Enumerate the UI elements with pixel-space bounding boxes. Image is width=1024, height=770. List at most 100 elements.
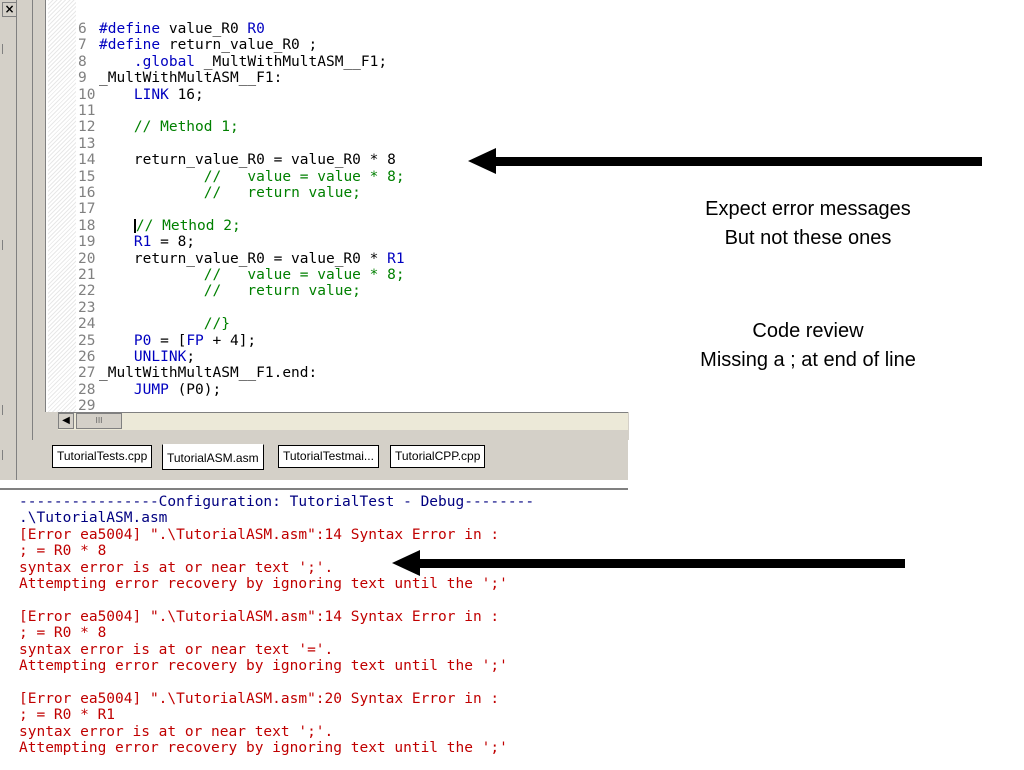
code-token: // value = value * 8;: [203, 168, 405, 185]
line-number: 12: [78, 119, 96, 136]
code-line[interactable]: 21 // value = value * 8;: [78, 267, 405, 283]
output-line: Attempting error recovery by ignoring te…: [19, 740, 508, 756]
code-line[interactable]: 23: [78, 300, 99, 316]
line-number: 13: [78, 135, 96, 152]
output-line: [Error ea5004] ".\TutorialASM.asm":14 Sy…: [19, 526, 500, 543]
code-token: ;: [186, 349, 196, 365]
code-line[interactable]: 16 // return value;: [78, 185, 361, 201]
code-line[interactable]: 8 .global _MultWithMultASM__F1;: [78, 54, 387, 70]
code-token: .global: [133, 53, 196, 70]
code-token: // Method 2;: [135, 217, 241, 234]
code-line[interactable]: 6 #define value_R0 R0: [78, 21, 265, 37]
arrow-to-error-head: [392, 550, 420, 576]
annotation-line: Code review: [752, 320, 864, 342]
code-token: // return value;: [203, 283, 361, 300]
code-token: #define: [99, 21, 161, 37]
tab-tutorialtests-cpp[interactable]: TutorialTests.cpp: [52, 445, 153, 468]
line-number: 24: [78, 316, 96, 333]
output-line: Attempting error recovery by ignoring te…: [19, 658, 508, 674]
line-number: 9: [78, 70, 87, 87]
code-line[interactable]: 11: [78, 103, 99, 119]
code-line[interactable]: 7#define return_value_R0 ;: [78, 37, 317, 53]
code-token: _MultWithMultASM__F1;: [195, 53, 388, 70]
horizontal-scrollbar[interactable]: ◀ III: [58, 412, 628, 430]
code-token: return_value_R0 ;: [160, 37, 318, 54]
output-line: [Error ea5004] ".\TutorialASM.asm":20 Sy…: [19, 690, 500, 707]
arrow-to-line-14-shaft: [490, 157, 982, 166]
line-number: 11: [78, 103, 96, 119]
line-number: 22: [78, 283, 96, 300]
line-number: 29: [78, 398, 96, 415]
line-number: 10: [78, 86, 96, 103]
code-line[interactable]: 25 P0 = [FP + 4];: [78, 333, 256, 349]
code-token: [99, 54, 134, 70]
code-line[interactable]: 26 UNLINK;: [78, 349, 195, 365]
strip-marker: [2, 450, 11, 460]
code-token: value_R0: [160, 21, 248, 37]
scroll-thumb[interactable]: III: [76, 413, 122, 429]
code-line[interactable]: 10 LINK 16;: [78, 87, 204, 103]
code-token: UNLINK: [133, 349, 187, 365]
code-token: JUMP: [133, 381, 169, 398]
code-token: 16;: [168, 86, 204, 103]
code-line[interactable]: 15 // value = value * 8;: [78, 169, 405, 185]
tab-tutorialcpp-cpp[interactable]: TutorialCPP.cpp: [390, 445, 486, 468]
code-token: FP: [186, 332, 204, 349]
line-number: 18: [78, 217, 96, 234]
code-line[interactable]: 20 return_value_R0 = value_R0 * R1: [78, 251, 405, 267]
strip-marker: [2, 240, 11, 250]
line-number: 28: [78, 381, 96, 398]
code-token: R0: [247, 21, 265, 37]
code-token: _MultWithMultASM__F1:: [99, 70, 283, 87]
code-line[interactable]: 27_MultWithMultASM__F1.end:: [78, 365, 317, 381]
line-number: 6: [78, 21, 87, 37]
code-line[interactable]: 18 // Method 2;: [78, 218, 241, 234]
code-token: _MultWithMultASM__F1.end:: [99, 365, 318, 382]
strip-marker: [2, 44, 11, 54]
code-token: R1: [133, 234, 152, 251]
code-token: [99, 87, 134, 103]
tab-tutorialasm-asm[interactable]: TutorialASM.asm: [162, 444, 264, 470]
line-number: 8: [78, 53, 87, 70]
code-line[interactable]: 28 JUMP (P0);: [78, 382, 221, 398]
code-line[interactable]: 19 R1 = 8;: [78, 234, 195, 250]
output-line: Attempting error recovery by ignoring te…: [19, 576, 508, 592]
code-token: [99, 349, 134, 365]
code-token: return_value_R0 = value_R0 *: [99, 250, 388, 267]
scroll-left-icon[interactable]: ◀: [58, 413, 74, 429]
output-line: ----------------Configuration: TutorialT…: [19, 494, 535, 510]
line-number: 21: [78, 267, 96, 283]
code-token: [99, 218, 134, 234]
line-number: 27: [78, 365, 96, 382]
code-line[interactable]: 22 // return value;: [78, 283, 361, 299]
code-line[interactable]: 17: [78, 201, 99, 217]
tab-tutorialtestmain[interactable]: TutorialTestmai...: [278, 445, 379, 468]
code-token: #define: [99, 37, 161, 54]
arrow-to-error-shaft: [415, 559, 905, 568]
line-number: 25: [78, 332, 96, 349]
code-line[interactable]: 13: [78, 136, 99, 152]
annotation-line: Expect error messages: [705, 198, 911, 220]
code-line[interactable]: 12 // Method 1;: [78, 119, 239, 135]
line-number: 23: [78, 299, 96, 316]
close-icon[interactable]: ×: [2, 2, 17, 17]
code-token: [99, 283, 204, 299]
output-line: syntax error is at or near text ';'.: [19, 723, 334, 740]
code-editor[interactable]: [45, 0, 629, 412]
code-token: (P0);: [168, 381, 222, 398]
code-token: //}: [203, 316, 230, 333]
code-token: R1: [387, 250, 405, 267]
code-token: // return value;: [203, 185, 361, 201]
annotation-line: But not these ones: [724, 227, 892, 249]
code-token: [99, 185, 204, 201]
code-line[interactable]: 9 _MultWithMultASM__F1:: [78, 70, 282, 86]
code-line[interactable]: 24 //}: [78, 316, 230, 332]
build-output-panel[interactable]: ----------------Configuration: TutorialT…: [0, 488, 628, 770]
code-token: [99, 333, 134, 349]
code-line[interactable]: 29: [78, 398, 99, 414]
code-token: + 4];: [203, 332, 257, 349]
code-token: LINK: [133, 86, 169, 103]
line-number: 14: [78, 152, 96, 169]
code-line[interactable]: 14 return_value_R0 = value_R0 * 8: [78, 152, 396, 168]
